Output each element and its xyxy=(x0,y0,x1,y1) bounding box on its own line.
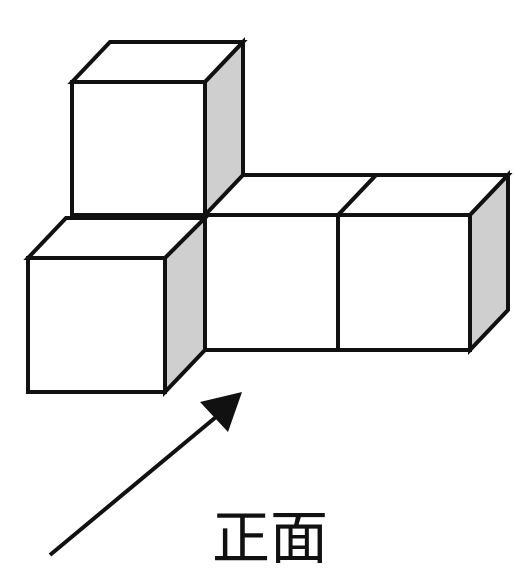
cube-front-left xyxy=(23,213,210,397)
cube-back-right xyxy=(333,169,513,356)
cube-back-right-front-face xyxy=(336,213,472,352)
arrow-shaft xyxy=(48,410,224,557)
cube-front-left-front-face xyxy=(26,256,167,394)
cube-top-stacked-front-face xyxy=(70,80,207,217)
front-view-label: 正面 xyxy=(212,504,328,571)
cube-top-stacked xyxy=(67,36,248,220)
arrow-head xyxy=(200,392,242,432)
cube-back-middle xyxy=(200,173,381,352)
viewing-direction-arrow xyxy=(48,392,242,557)
cube-back-middle-front-face xyxy=(203,213,340,352)
